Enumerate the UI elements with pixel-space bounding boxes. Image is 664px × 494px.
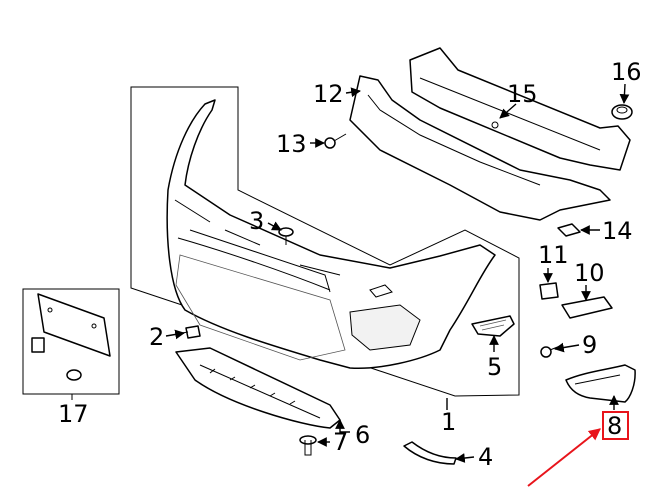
leader-lines xyxy=(71,83,630,487)
part-17-box xyxy=(22,288,120,395)
callout-14: 14 xyxy=(602,217,633,245)
callout-5: 5 xyxy=(487,353,502,381)
callout-16: 16 xyxy=(611,58,642,86)
part-5-insert xyxy=(471,315,515,337)
part-14-clip xyxy=(557,223,581,237)
part-13-bolt xyxy=(324,133,347,149)
callout-2: 2 xyxy=(149,323,164,351)
part-9-bolt xyxy=(540,345,561,358)
part-12-absorber xyxy=(349,75,611,221)
callout-1: 1 xyxy=(441,408,456,436)
callout-9: 9 xyxy=(582,331,597,359)
part-6-undertray xyxy=(175,347,341,429)
callout-11: 11 xyxy=(538,241,569,269)
callout-15: 15 xyxy=(507,80,538,108)
callout-8: 8 xyxy=(607,412,622,440)
callout-7: 7 xyxy=(333,428,348,456)
part-3-clip xyxy=(278,227,294,245)
part-8-bezel xyxy=(565,364,636,403)
part-15-beam xyxy=(409,47,631,171)
part-11-label xyxy=(539,282,559,300)
part-4-trim xyxy=(403,441,457,465)
part-2-screw xyxy=(181,325,201,339)
part-7-pin xyxy=(299,435,317,456)
part-10-bracket xyxy=(561,296,613,319)
callout-17: 17 xyxy=(58,400,89,428)
callout-4: 4 xyxy=(478,443,493,471)
callout-13: 13 xyxy=(276,130,307,158)
callout-6: 6 xyxy=(355,421,370,449)
part-16-grommet xyxy=(611,104,633,120)
highlight-arrow xyxy=(527,428,601,487)
callout-12: 12 xyxy=(313,80,344,108)
callout-10: 10 xyxy=(574,259,605,287)
callout-3: 3 xyxy=(249,207,264,235)
bumper-cover xyxy=(166,99,496,370)
highlight-box xyxy=(602,411,629,440)
